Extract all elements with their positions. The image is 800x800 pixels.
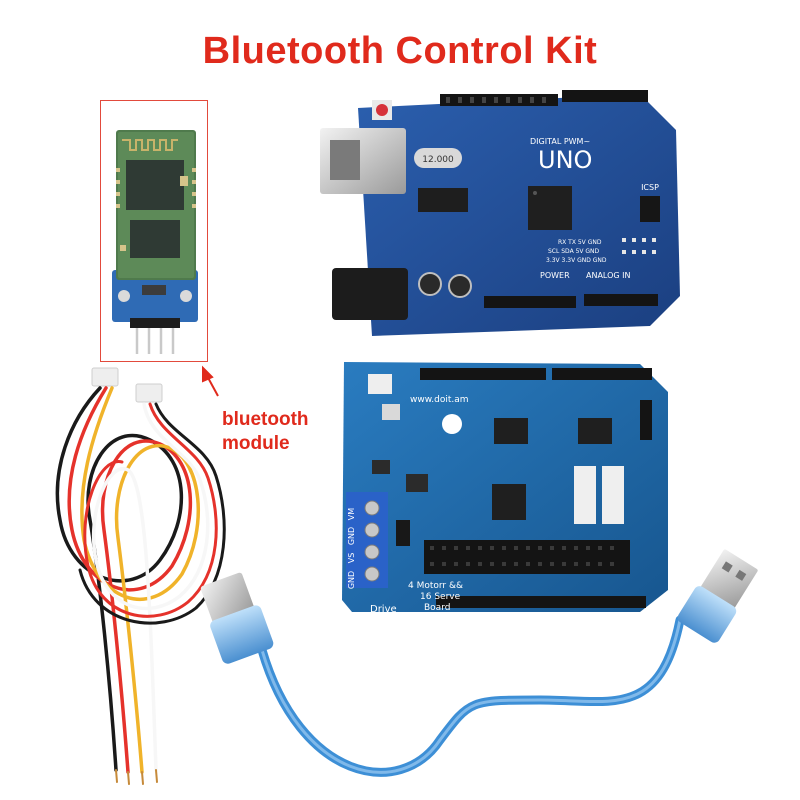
shield-label-line3: Board: [424, 603, 450, 613]
shield-label-line2: 16 Serve: [420, 592, 461, 602]
icsp-label: ICSP: [641, 183, 659, 192]
callout-line-1: bluetooth: [222, 409, 309, 430]
terminal-label-gnd-2: GND: [347, 571, 356, 589]
capacitor-1: [418, 272, 442, 296]
motor-connector-1: [574, 466, 596, 524]
callout-line-2: module: [222, 433, 290, 454]
antenna-trace: [122, 139, 178, 151]
shield-brand-label: www.doit.am: [410, 395, 469, 405]
i2c-pins-label: SCL SDA 5V GND: [548, 248, 600, 255]
jumper-wire-harness: [55, 367, 226, 785]
crystal: [414, 148, 462, 168]
callout-arrow: [202, 365, 219, 397]
bluetooth-module-highlight-frame: [100, 100, 208, 362]
icsp-header: [640, 196, 660, 222]
bluetooth-chip-1: [126, 160, 184, 210]
usb-serial-chip: [418, 188, 468, 212]
bluetooth-pin-header: [130, 318, 180, 328]
terminal-label-vm: VM: [347, 508, 356, 520]
capacitor-2: [448, 274, 472, 298]
servo-header-block: [424, 540, 630, 574]
power-label: POWER: [540, 271, 570, 280]
shield-top-header-2: [552, 368, 652, 380]
bluetooth-chip-2: [130, 220, 180, 258]
terminal-label-gnd-1: GND: [347, 527, 356, 545]
usb-cable: [200, 549, 758, 777]
motor-driver-chip-1: [494, 418, 528, 444]
power-header: [484, 296, 576, 308]
bluetooth-breakout-board: [112, 270, 198, 322]
crystal-label: 12.000: [422, 155, 454, 165]
doit-logo-icon: [442, 414, 462, 434]
page-title: Bluetooth Control Kit: [202, 30, 598, 72]
terminal-label-vs: VS: [347, 553, 356, 564]
digital-header-1: [440, 94, 558, 106]
motor-servo-shield: www.doit.am VM GND VS GND: [342, 362, 668, 615]
uno-board: 12.000 ICSP UNO DIGITAL PWM~ POWER ANALO…: [320, 90, 680, 336]
pwm-driver-chip: [492, 484, 526, 520]
shield-reset-socket: [368, 374, 392, 394]
reset-button: [376, 104, 388, 116]
digital-pwm-label: DIGITAL PWM~: [530, 137, 590, 146]
analog-header: [584, 294, 658, 306]
bluetooth-module: [112, 130, 198, 354]
uno-label: UNO: [538, 146, 592, 174]
usb-b-plug: [200, 572, 274, 664]
dc-power-jack: [332, 268, 408, 320]
digital-header-2: [562, 90, 648, 102]
power-pins-label: 3.3V 3.3V GND GND: [546, 257, 607, 264]
shield-label-drive: Drive: [370, 604, 397, 615]
uart-pins-label: RX TX 5V GND: [558, 239, 602, 246]
shield-label-line1: 4 Motorr &&: [408, 581, 463, 591]
motor-driver-chip-2: [578, 418, 612, 444]
motor-connector-2: [602, 466, 624, 524]
bluetooth-module-callout: bluetooth module: [222, 408, 309, 456]
usb-a-plug: [677, 549, 758, 643]
analog-in-label: ANALOG IN: [586, 271, 631, 280]
shield-top-header-1: [420, 368, 546, 380]
